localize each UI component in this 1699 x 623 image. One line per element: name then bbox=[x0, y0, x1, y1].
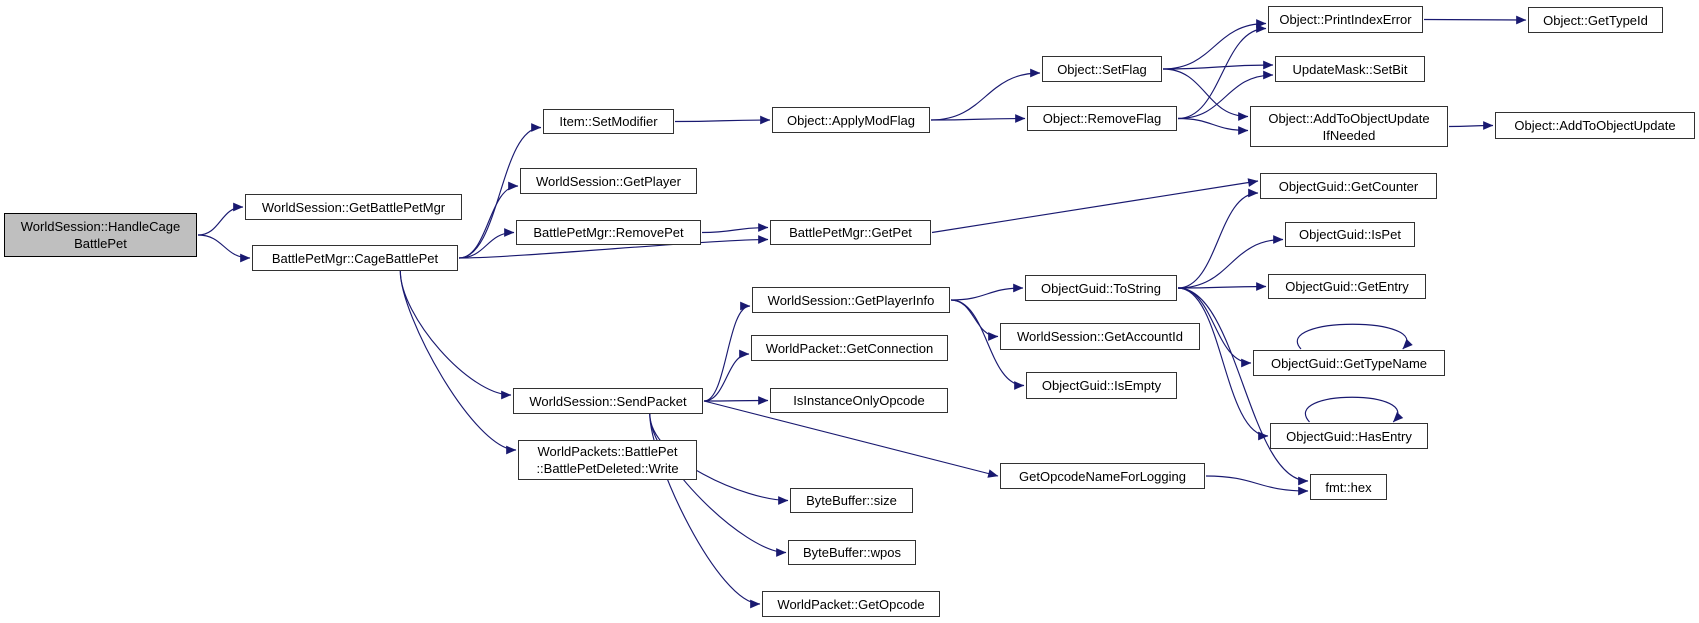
edge-handle-cage bbox=[197, 234, 251, 263]
graph-node-setbit[interactable]: UpdateMask::SetBit bbox=[1275, 56, 1425, 82]
edge-self-gettypename bbox=[1296, 323, 1413, 350]
graph-node-ispet[interactable]: ObjectGuid::IsPet bbox=[1285, 222, 1415, 247]
edge-tostring-ispet bbox=[1177, 235, 1284, 289]
graph-node-addtoobjupdate[interactable]: Object::AddToObjectUpdate bbox=[1495, 112, 1695, 139]
graph-node-gettypename[interactable]: ObjectGuid::GetTypeName bbox=[1253, 350, 1445, 376]
graph-node-setmod[interactable]: Item::SetModifier bbox=[543, 109, 674, 134]
edge-sendpacket-size bbox=[649, 413, 789, 505]
edge-setflag-setbit bbox=[1162, 60, 1274, 70]
graph-node-isinstance[interactable]: IsInstanceOnlyOpcode bbox=[770, 388, 948, 413]
edge-sendpacket-getconnection bbox=[703, 349, 750, 402]
edge-getplayerinfo-tostring bbox=[950, 283, 1024, 301]
graph-node-isempty[interactable]: ObjectGuid::IsEmpty bbox=[1026, 372, 1177, 399]
edge-sendpacket-isinstance bbox=[703, 396, 769, 405]
graph-node-getconnection[interactable]: WorldPacket::GetConnection bbox=[751, 335, 948, 361]
edge-setmod-applymod bbox=[674, 115, 771, 125]
edge-removeflag-setbit bbox=[1177, 70, 1274, 120]
edge-sendpacket-getplayerinfo bbox=[703, 301, 751, 402]
edge-cage-removepet bbox=[458, 228, 515, 259]
edge-tostring-getcounter bbox=[1177, 188, 1259, 289]
edge-setflag-addifneeded bbox=[1162, 68, 1249, 121]
edge-applymod-removeflag bbox=[930, 114, 1026, 123]
edge-getplayerinfo-getaccountid bbox=[950, 299, 999, 341]
graph-node-gettypeid[interactable]: Object::GetTypeId bbox=[1528, 7, 1663, 33]
edge-sendpacket-getopcode bbox=[649, 413, 761, 609]
edge-setflag-printindex bbox=[1162, 19, 1267, 70]
graph-node-getplayer[interactable]: WorldSession::GetPlayer bbox=[520, 168, 697, 194]
edge-tostring-hasentry bbox=[1177, 287, 1269, 441]
edge-getopcodename-fmthex bbox=[1205, 475, 1309, 496]
graph-node-getbpm[interactable]: WorldSession::GetBattlePetMgr bbox=[245, 194, 462, 220]
graph-node-getplayerinfo[interactable]: WorldSession::GetPlayerInfo bbox=[752, 287, 950, 313]
graph-node-getcounter[interactable]: ObjectGuid::GetCounter bbox=[1260, 173, 1437, 199]
graph-node-addifneeded[interactable]: Object::AddToObjectUpdate IfNeeded bbox=[1250, 106, 1448, 147]
graph-node-removepet[interactable]: BattlePetMgr::RemovePet bbox=[516, 220, 701, 245]
edge-addifneeded-addtoobjupdate bbox=[1448, 121, 1494, 130]
edge-cage-write bbox=[399, 270, 517, 455]
graph-node-getentry[interactable]: ObjectGuid::GetEntry bbox=[1268, 274, 1426, 299]
edge-sendpacket-wpos bbox=[649, 413, 787, 557]
edge-cage-sendpacket bbox=[399, 270, 512, 400]
graph-node-setflag[interactable]: Object::SetFlag bbox=[1042, 56, 1162, 82]
graph-node-write[interactable]: WorldPackets::BattlePet ::BattlePetDelet… bbox=[518, 440, 697, 480]
graph-node-wpos[interactable]: ByteBuffer::wpos bbox=[788, 540, 916, 565]
graph-node-applymod[interactable]: Object::ApplyModFlag bbox=[772, 107, 930, 133]
edge-cage-getpet bbox=[458, 235, 769, 259]
edge-removepet-getpet bbox=[701, 223, 769, 234]
graph-node-getopcode[interactable]: WorldPacket::GetOpcode bbox=[762, 591, 940, 617]
graph-node-cage[interactable]: BattlePetMgr::CageBattlePet bbox=[252, 245, 458, 271]
edge-self-hasentry bbox=[1305, 396, 1404, 423]
graph-node-tostring[interactable]: ObjectGuid::ToString bbox=[1025, 275, 1177, 301]
edge-getpet-getcounter bbox=[931, 178, 1259, 234]
edge-handle-getbpm bbox=[197, 202, 244, 236]
graph-node-handle: WorldSession::HandleCage BattlePet bbox=[4, 213, 197, 257]
edge-printindex-gettypeid bbox=[1423, 15, 1527, 25]
graph-node-fmthex[interactable]: fmt::hex bbox=[1310, 474, 1387, 500]
graph-node-printindex[interactable]: Object::PrintIndexError bbox=[1268, 6, 1423, 33]
edge-tostring-fmthex bbox=[1177, 287, 1309, 486]
graph-node-hasentry[interactable]: ObjectGuid::HasEntry bbox=[1270, 423, 1428, 449]
graph-node-size[interactable]: ByteBuffer::size bbox=[790, 488, 913, 513]
edge-tostring-getentry bbox=[1177, 282, 1267, 291]
edge-sendpacket-getopcodename bbox=[703, 400, 999, 478]
edge-removeflag-printindex bbox=[1177, 24, 1267, 120]
edge-getplayerinfo-isempty bbox=[950, 299, 1025, 390]
graph-node-getpet[interactable]: BattlePetMgr::GetPet bbox=[770, 220, 931, 245]
edge-applymod-setflag bbox=[930, 68, 1041, 121]
edge-cage-getplayer bbox=[458, 181, 519, 259]
graph-node-getopcodename[interactable]: GetOpcodeNameForLogging bbox=[1000, 463, 1205, 489]
graph-node-getaccountid[interactable]: WorldSession::GetAccountId bbox=[1000, 323, 1200, 350]
graph-node-removeflag[interactable]: Object::RemoveFlag bbox=[1027, 106, 1177, 131]
graph-node-sendpacket[interactable]: WorldSession::SendPacket bbox=[513, 388, 703, 414]
edge-removeflag-addifneeded bbox=[1177, 117, 1249, 135]
